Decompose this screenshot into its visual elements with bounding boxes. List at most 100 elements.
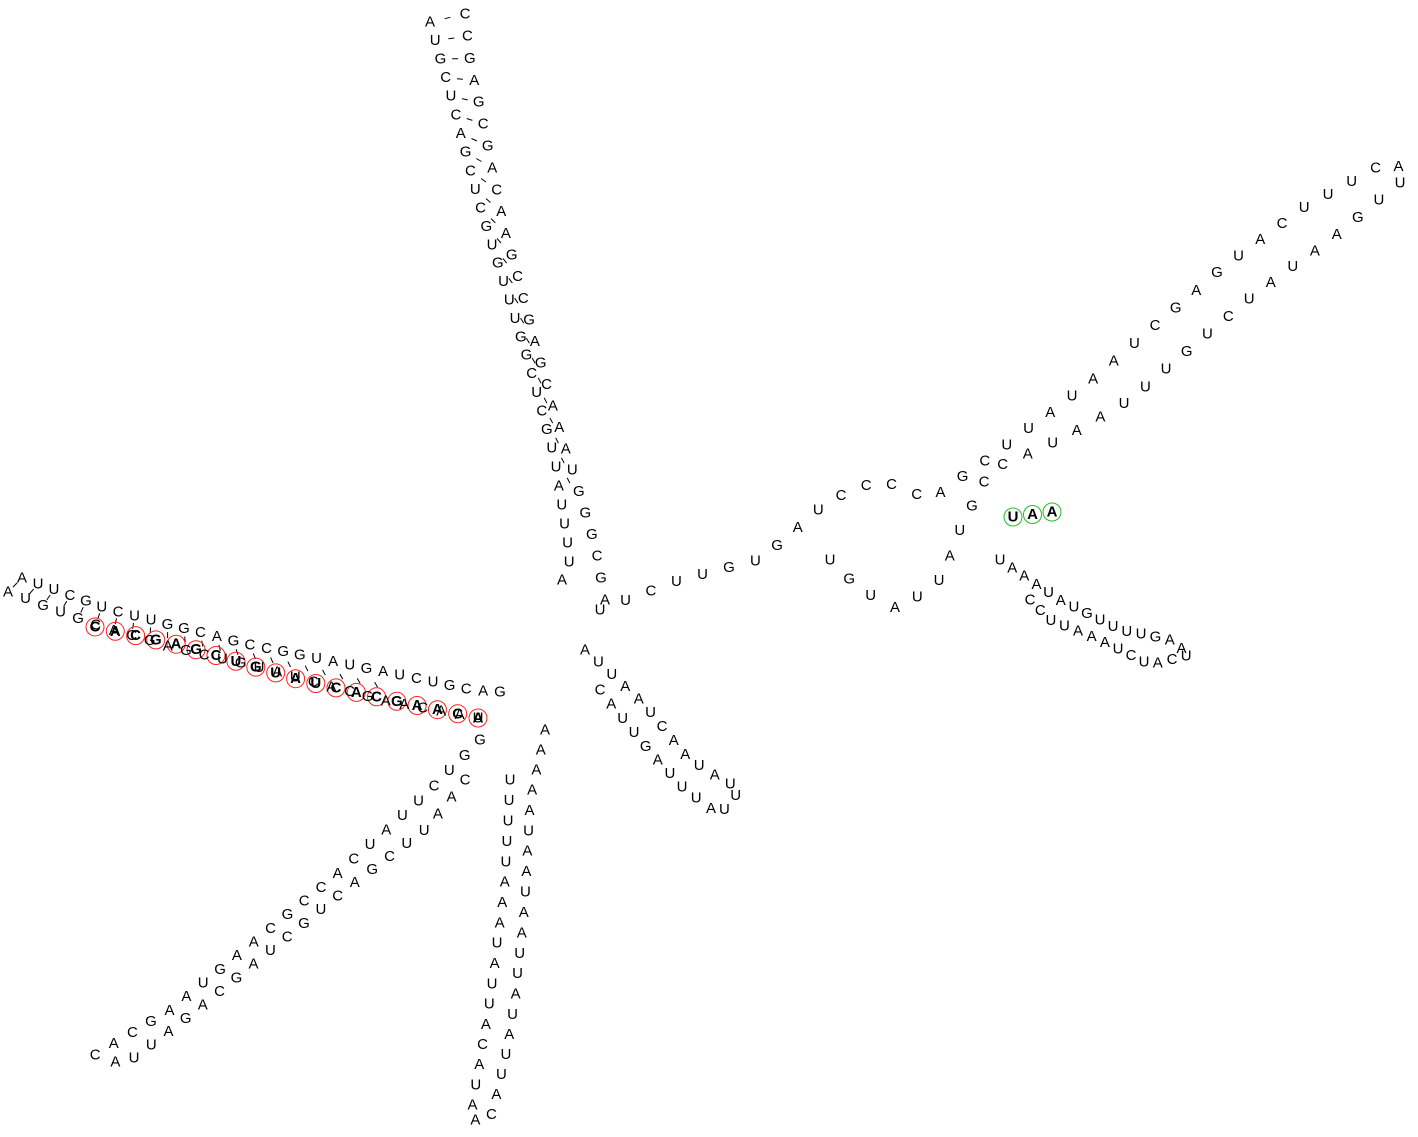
base-pair-bond <box>448 37 455 40</box>
nucleotide: C <box>460 772 471 789</box>
nucleotide: A <box>436 703 446 720</box>
nucleotide: U <box>1067 388 1078 405</box>
nucleotide: A <box>1191 282 1201 299</box>
nucleotide: G <box>72 610 84 627</box>
nucleotide: C <box>541 376 552 393</box>
nucleotide: A <box>1095 408 1105 425</box>
nucleotide: C <box>299 893 310 910</box>
base-pair-bond <box>114 618 117 625</box>
nucleotide: U <box>1287 258 1298 275</box>
nucleotide: A <box>1088 370 1098 387</box>
base-pair-bond <box>132 622 134 629</box>
nucleotide: A <box>163 637 173 654</box>
nucleotide: G <box>1181 343 1193 360</box>
nucleotide: U <box>1129 335 1140 352</box>
nucleotide: U <box>146 1036 157 1053</box>
nucleotide: A <box>496 203 506 220</box>
nucleotide: C <box>64 587 75 604</box>
nucleotide: U <box>595 602 606 619</box>
nucleotide: C <box>126 627 137 644</box>
nucleotide: U <box>825 552 836 569</box>
nucleotide: U <box>606 666 617 683</box>
nucleotide: A <box>399 696 409 713</box>
nucleotide: C <box>429 778 440 795</box>
nucleotide: C <box>450 106 461 123</box>
base-pair-bond <box>466 118 473 121</box>
highlight-circle <box>166 634 186 654</box>
nucleotide: A <box>163 1023 173 1040</box>
nucleotide: G <box>492 255 504 272</box>
nucleotide: U <box>413 793 424 810</box>
nucleotide: U <box>507 1006 518 1023</box>
nucleotide: G <box>180 642 192 659</box>
nucleotide: U <box>1140 378 1151 395</box>
nucleotide: C <box>462 28 473 45</box>
nucleotide: A <box>1100 634 1110 651</box>
nucleotide: C <box>911 486 922 503</box>
base-pair-bond <box>356 677 361 684</box>
nucleotide: C <box>90 1046 101 1063</box>
nucleotide: C <box>1150 317 1161 334</box>
nucleotide: G <box>573 483 585 500</box>
nucleotide: U <box>444 762 455 779</box>
highlighted-nucleotide: G <box>250 659 262 676</box>
nucleotide: G <box>362 688 374 705</box>
nucleotide: C <box>518 290 529 307</box>
nucleotide: C <box>460 6 471 23</box>
nucleotide: U <box>344 657 355 674</box>
nucleotide: A <box>326 678 336 695</box>
nucleotide: U <box>620 592 631 609</box>
nucleotide: A <box>519 904 529 921</box>
nucleotide: C <box>657 718 668 735</box>
nucleotide: G <box>1150 629 1162 646</box>
nucleotide: A <box>580 642 590 659</box>
highlighted-nucleotide: A <box>171 636 182 653</box>
nucleotide: C <box>344 683 355 700</box>
nucleotide: G <box>541 421 553 438</box>
nucleotide: A <box>935 484 945 501</box>
nucleotide: A <box>524 802 534 819</box>
nucleotide: C <box>478 116 489 133</box>
nucleotide: C <box>316 879 327 896</box>
nucleotide: U <box>725 776 736 793</box>
nucleotide: C <box>486 1106 497 1123</box>
nucleotide: G <box>460 144 472 161</box>
highlight-circle <box>206 646 226 665</box>
nucleotide: U <box>254 659 265 676</box>
nucleotide: G <box>228 632 240 649</box>
nucleotide: C <box>214 983 225 1000</box>
nucleotide: A <box>634 690 644 707</box>
nucleotide: G <box>957 468 969 485</box>
base-pair-bond <box>480 178 487 183</box>
nucleotide: A <box>527 782 537 799</box>
highlight-circle <box>326 678 346 698</box>
nucleotide: A <box>495 914 505 931</box>
nucleotide: C <box>261 640 272 657</box>
nucleotide: U <box>1373 192 1384 209</box>
nucleotide: U <box>394 666 405 683</box>
nucleotide: U <box>697 566 708 583</box>
nucleotide: G <box>37 597 49 614</box>
nucleotide: G <box>1211 264 1223 281</box>
nucleotide: C <box>411 670 422 687</box>
highlight-circle <box>306 674 326 693</box>
highlight-circle <box>346 682 366 702</box>
nucleotide: G <box>178 620 190 637</box>
nucleotide: A <box>381 822 391 839</box>
nucleotide: U <box>48 581 59 598</box>
nucleotide: A <box>680 746 690 763</box>
nucleotide: A <box>109 622 119 639</box>
nucleotide: G <box>482 138 494 155</box>
nucleotide: A <box>470 1112 480 1129</box>
nucleotide: U <box>934 572 945 589</box>
nucleotide: U <box>1161 361 1172 378</box>
nucleotide: A <box>1332 226 1342 243</box>
nucleotide: A <box>522 843 532 860</box>
nucleotide: C <box>308 673 319 690</box>
nucleotide: C <box>348 850 359 867</box>
nucleotide: U <box>629 724 640 741</box>
